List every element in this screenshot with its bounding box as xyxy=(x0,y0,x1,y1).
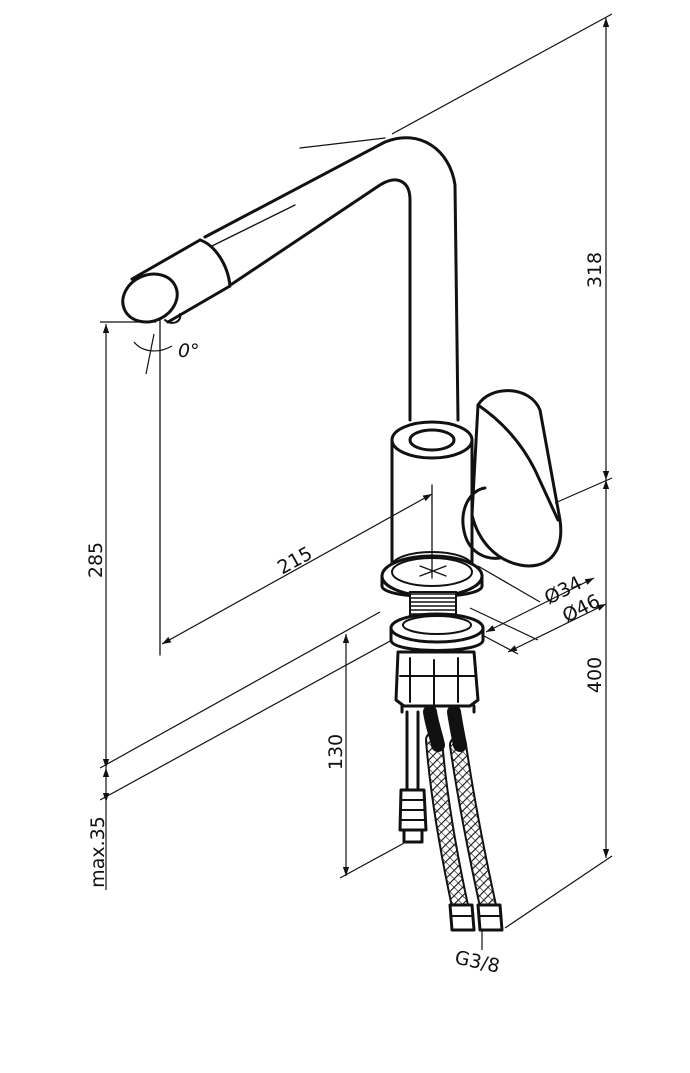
flexible-hoses xyxy=(423,705,504,932)
dimension-overall-height: 318 xyxy=(391,13,613,504)
dimension-shank-length: 130 xyxy=(325,634,407,879)
dimension-hose-thread: G3/8 xyxy=(453,930,502,978)
dimension-400-label: 400 xyxy=(584,657,606,693)
dimension-swivel-angle: 0° xyxy=(133,333,200,375)
spout-arm xyxy=(203,136,460,422)
dimension-base-to-floor: 400 xyxy=(504,480,613,929)
dimension-max35-label: max.35 xyxy=(87,816,109,888)
faucet-illustration xyxy=(121,136,563,932)
dimension-318-label: 318 xyxy=(584,252,606,288)
dimension-285-label: 285 xyxy=(85,542,107,578)
mounting-rod xyxy=(398,710,428,844)
threaded-shank xyxy=(389,591,485,652)
mounting-nut xyxy=(394,650,480,714)
dimension-130-label: 130 xyxy=(325,734,347,770)
hose-thread-label: G3/8 xyxy=(453,947,502,978)
angle-label: 0° xyxy=(178,340,200,362)
dimension-215-label: 215 xyxy=(274,542,316,579)
lever-handle xyxy=(461,389,563,568)
spout-nozzle xyxy=(121,238,232,324)
dimension-spout-height: 285 xyxy=(85,321,381,769)
